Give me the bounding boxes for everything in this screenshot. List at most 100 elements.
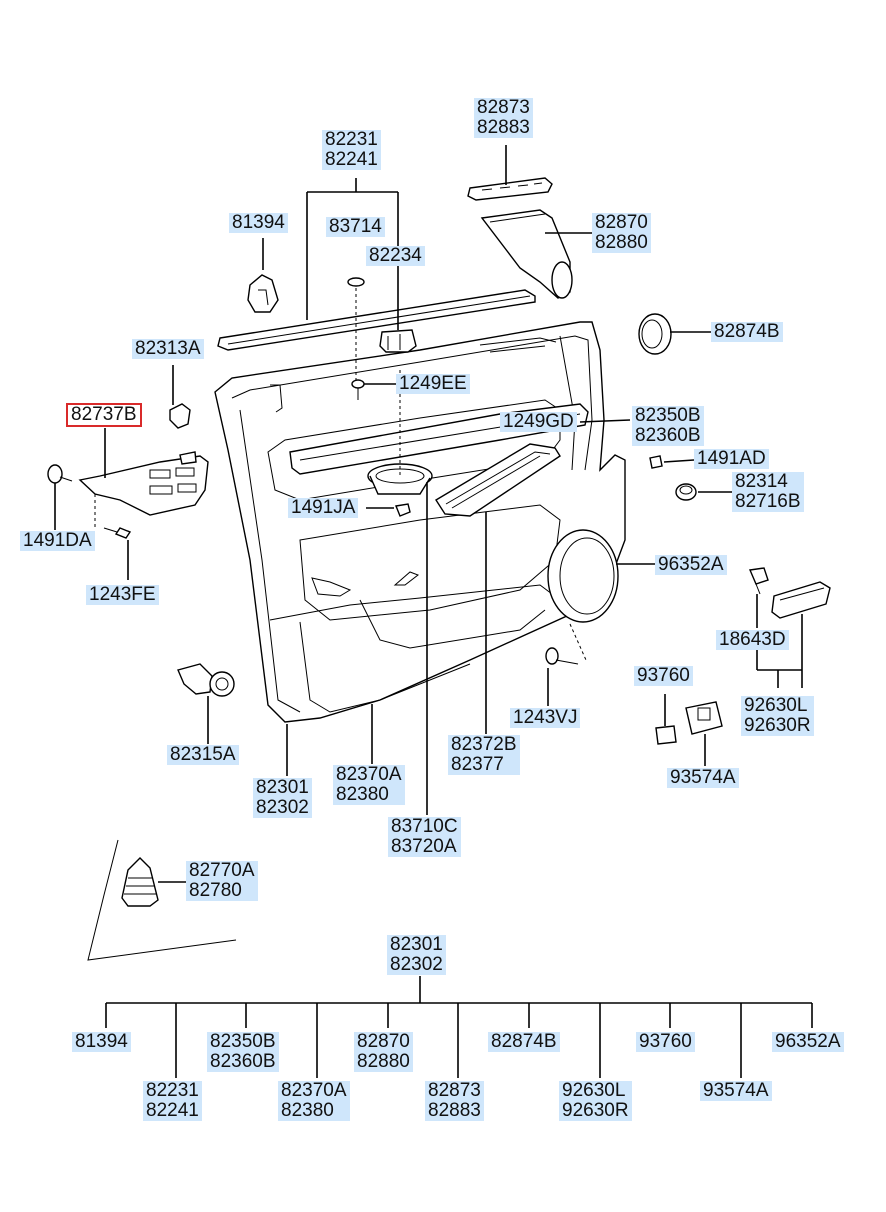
- clip-1491AD: [649, 455, 663, 469]
- label-line: 82302: [256, 797, 309, 818]
- armrest-pad-82372B: [435, 443, 561, 517]
- pull-handle-82870: [480, 209, 573, 299]
- label-1243VJ[interactable]: 1243VJ: [510, 708, 581, 728]
- label-line: 92630L: [562, 1080, 626, 1101]
- switch-93574A: [685, 701, 723, 735]
- label-1243FE[interactable]: 1243FE: [86, 585, 159, 605]
- label-82313A[interactable]: 82313A: [132, 339, 204, 359]
- speaker-96352A: [547, 529, 619, 623]
- tree-label-93760[interactable]: 93760: [636, 1032, 695, 1052]
- label-line: 81394: [75, 1031, 128, 1052]
- label-82737B[interactable]: 82737B: [66, 403, 142, 427]
- label-line: 1491JA: [291, 497, 356, 518]
- label-82234[interactable]: 82234: [366, 246, 425, 266]
- label-81394[interactable]: 81394: [229, 213, 288, 233]
- label-line: 1491DA: [23, 530, 92, 551]
- label-line: 82874B: [491, 1031, 557, 1052]
- reflector-82770A: [87, 839, 237, 961]
- label-line: 82780: [189, 880, 242, 901]
- label-83714[interactable]: 83714: [326, 217, 385, 237]
- label-line: 82301: [390, 934, 443, 955]
- label-line: 82883: [428, 1100, 481, 1121]
- label-line: 82770A: [189, 860, 255, 881]
- clip-1491JA: [395, 503, 411, 517]
- label-96352A[interactable]: 96352A: [655, 555, 727, 575]
- label-line: 82231: [146, 1080, 199, 1101]
- switch-bezel-82873: [467, 177, 553, 201]
- clip-81394: [247, 274, 279, 313]
- label-1491JA[interactable]: 1491JA: [288, 497, 359, 518]
- label-line: 82873: [477, 97, 530, 118]
- label-line: 82313A: [135, 338, 201, 359]
- label-line: 18643D: [719, 629, 786, 650]
- label-line: 82350B: [635, 405, 701, 426]
- label-line: 93574A: [703, 1080, 769, 1101]
- label-line: 82873: [428, 1080, 481, 1101]
- cap-82874B: [638, 313, 672, 355]
- label-82315A[interactable]: 82315A: [167, 745, 239, 765]
- label-line: 82870: [357, 1031, 410, 1052]
- label-line: 82360B: [635, 425, 701, 446]
- label-1249EE[interactable]: 1249EE: [396, 374, 470, 394]
- inside-handle-83710C: [367, 463, 433, 495]
- label-line: 96352A: [775, 1031, 841, 1052]
- bracket-82737B: [78, 451, 209, 516]
- label-line: 82301: [256, 777, 309, 798]
- label-line: 96352A: [658, 554, 724, 575]
- weatherstrip-part: [217, 289, 536, 351]
- label-line: 82870: [595, 212, 648, 233]
- label-line: 81394: [232, 212, 285, 233]
- label-line: 82315A: [170, 744, 236, 765]
- label-1491AD[interactable]: 1491AD: [694, 449, 769, 469]
- label-93574A[interactable]: 93574A: [667, 768, 739, 788]
- label-line: 82372B: [451, 734, 517, 755]
- button-82314: [675, 483, 697, 501]
- tree-label-81394[interactable]: 81394: [72, 1032, 131, 1052]
- label-18643D[interactable]: 18643D: [716, 630, 789, 650]
- tree-label-96352A[interactable]: 96352A: [772, 1032, 844, 1052]
- retainer-82234: [379, 329, 417, 353]
- label-93760[interactable]: 93760: [634, 666, 693, 686]
- label-82874B[interactable]: 82874B: [711, 322, 783, 342]
- label-line: 82737B: [71, 404, 137, 425]
- label-line: 82370A: [336, 764, 402, 785]
- label-line: 82716B: [735, 491, 801, 512]
- screw-1243FE: [103, 527, 132, 539]
- label-1491DA[interactable]: 1491DA: [20, 531, 95, 551]
- label-line: 1249GD: [503, 411, 574, 432]
- label-line: 82231: [325, 129, 378, 150]
- screw-1243VJ: [545, 647, 579, 665]
- label-line: 1249EE: [399, 373, 467, 394]
- label-line: 93760: [637, 665, 690, 686]
- switch-93760: [655, 725, 677, 745]
- lamp-92630L: [771, 581, 831, 619]
- part-83714: [347, 277, 365, 287]
- label-line: 83710C: [391, 816, 458, 837]
- tree-label-93574A[interactable]: 93574A: [700, 1081, 772, 1101]
- tree-label-82874B[interactable]: 82874B: [488, 1032, 560, 1052]
- label-line: 82880: [357, 1051, 410, 1072]
- label-1249GD[interactable]: 1249GD: [500, 412, 577, 432]
- label-line: 1491AD: [697, 448, 766, 469]
- leader-lines: [54, 145, 813, 1078]
- label-line: 92630R: [744, 715, 811, 736]
